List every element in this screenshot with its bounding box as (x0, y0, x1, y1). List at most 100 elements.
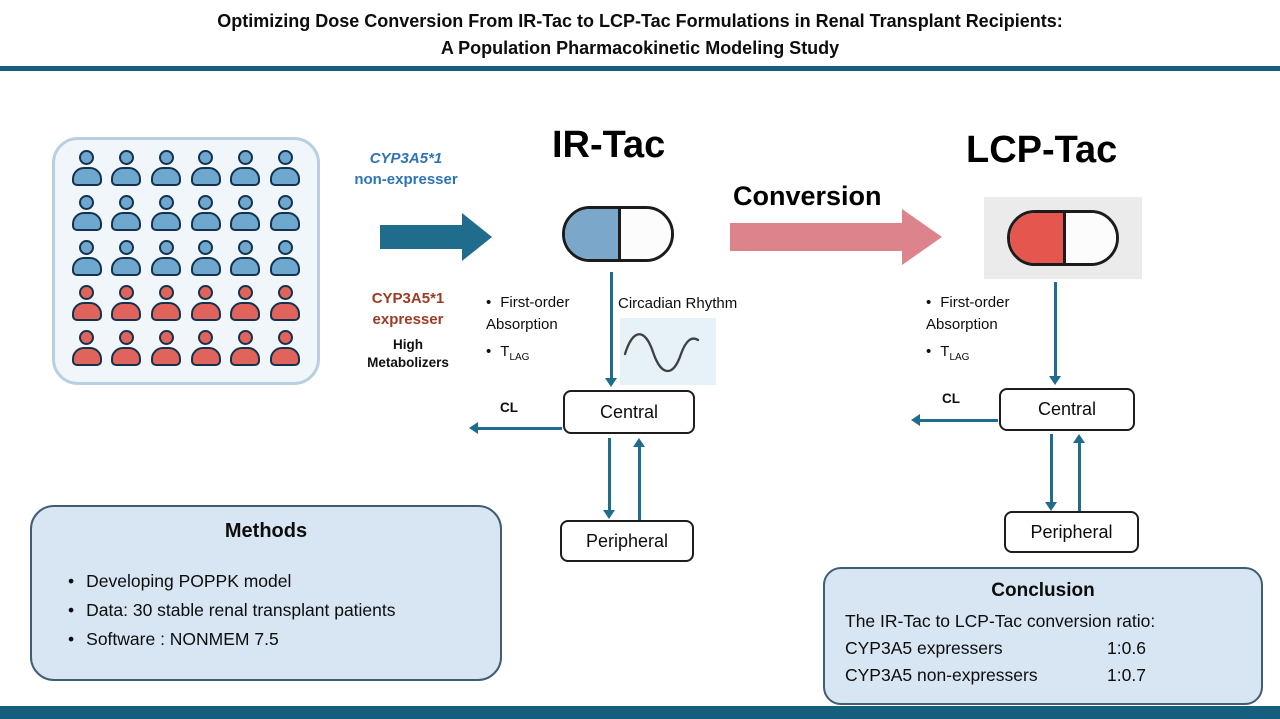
cyp3a5-nonexpresser-label: CYP3A5*1 non-expresser (340, 148, 472, 190)
conclusion-row: CYP3A5 expressers 1:0.6 (845, 635, 1241, 662)
person-head (79, 329, 95, 345)
lcp-peripheral-to-central-arrow (1078, 443, 1081, 511)
person-torso (151, 346, 182, 366)
person-icon-red (190, 284, 222, 327)
arrow-head-icon (902, 209, 942, 265)
person-torso (71, 256, 102, 276)
absorption-bullet: •First-order Absorption (926, 292, 1050, 336)
person-icon-blue (190, 150, 222, 192)
expresser-status: expresser (372, 311, 444, 328)
ir-absorption-arrow (610, 272, 613, 378)
person-icon-blue (110, 239, 142, 282)
person-head (158, 195, 174, 211)
person-icon-blue (150, 239, 182, 282)
person-head (79, 150, 95, 166)
title-line-1: Optimizing Dose Conversion From IR-Tac t… (217, 11, 1063, 31)
person-torso (71, 167, 102, 187)
person-head (198, 329, 214, 345)
person-head (237, 239, 253, 255)
person-icon-blue (71, 239, 103, 282)
person-torso (230, 212, 261, 232)
person-torso (71, 212, 102, 232)
person-icon-red (110, 329, 142, 372)
conversion-label: Conversion (733, 181, 882, 211)
page-title: Optimizing Dose Conversion From IR-Tac t… (0, 8, 1280, 62)
ir-tac-heading: IR-Tac (552, 124, 666, 166)
person-torso (151, 167, 182, 187)
person-torso (230, 167, 261, 187)
person-icon-blue (229, 195, 261, 237)
person-torso (151, 301, 182, 321)
person-icon-blue (150, 150, 182, 192)
person-icon-red (229, 329, 261, 372)
person-icon-blue (71, 150, 103, 192)
capsule-left-half (565, 209, 618, 259)
ir-central-compartment: Central (563, 390, 695, 434)
person-icon-blue (269, 150, 301, 192)
person-torso (190, 167, 221, 187)
absorption-label: First-order Absorption (926, 294, 1010, 333)
person-head (118, 284, 134, 300)
methods-item: Software : NONMEM 7.5 (68, 625, 476, 654)
conclusion-row-label: CYP3A5 expressers (845, 638, 1003, 658)
person-head (277, 150, 293, 166)
person-icon-blue (190, 239, 222, 282)
lcp-clearance-arrow (920, 419, 998, 422)
title-divider (0, 66, 1280, 71)
person-torso (151, 212, 182, 232)
person-torso (71, 301, 102, 321)
person-icon-red (229, 284, 261, 327)
person-torso (270, 346, 301, 366)
nonexpresser-status: non-expresser (354, 171, 458, 188)
lcp-absorption-arrow (1054, 282, 1057, 376)
person-head (237, 195, 253, 211)
bullet-icon: • (486, 294, 492, 311)
person-head (158, 284, 174, 300)
conversion-arrow (730, 209, 942, 265)
person-torso (71, 346, 102, 366)
person-torso (151, 256, 182, 276)
person-torso (270, 167, 301, 187)
person-icon-red (71, 284, 103, 327)
ir-peripheral-compartment: Peripheral (560, 520, 694, 562)
circadian-rhythm-label: Circadian Rhythm (618, 295, 738, 312)
person-torso (190, 256, 221, 276)
person-head (79, 284, 95, 300)
conclusion-panel: Conclusion The IR-Tac to LCP-Tac convers… (823, 567, 1263, 705)
absorption-label: First-order Absorption (486, 294, 570, 333)
tlag-label: TLAG (940, 343, 970, 363)
person-head (198, 150, 214, 166)
bullet-icon: • (486, 343, 492, 360)
conclusion-title: Conclusion (991, 580, 1095, 601)
person-torso (111, 256, 142, 276)
arrow-shaft (730, 223, 902, 251)
person-head (237, 329, 253, 345)
person-icon-blue (110, 195, 142, 237)
person-icon-blue (150, 195, 182, 237)
methods-item: Developing POPPK model (68, 567, 476, 596)
person-icon-blue (71, 195, 103, 237)
conclusion-row-ratio: 1:0.6 (1107, 638, 1146, 658)
person-icon-blue (190, 195, 222, 237)
person-head (198, 284, 214, 300)
ir-peripheral-to-central-arrow (638, 447, 641, 520)
methods-title: Methods (224, 520, 308, 542)
person-head (158, 239, 174, 255)
central-label: Central (1037, 399, 1097, 419)
central-label: Central (599, 401, 659, 422)
person-head (237, 150, 253, 166)
ir-absorption-notes: •First-order Absorption •TLAG (486, 292, 610, 374)
person-head (79, 195, 95, 211)
capsule-right-half (1063, 213, 1116, 263)
person-head (237, 284, 253, 300)
tlag-bullet: •TLAG (926, 341, 1050, 369)
person-icon-blue (229, 150, 261, 192)
person-head (198, 239, 214, 255)
person-torso (230, 256, 261, 276)
person-torso (230, 301, 261, 321)
expresser-gene-name: CYP3A5*1 (371, 290, 445, 307)
title-line-2: A Population Pharmacokinetic Modeling St… (440, 38, 840, 58)
conclusion-row-ratio: 1:0.7 (1107, 665, 1146, 685)
